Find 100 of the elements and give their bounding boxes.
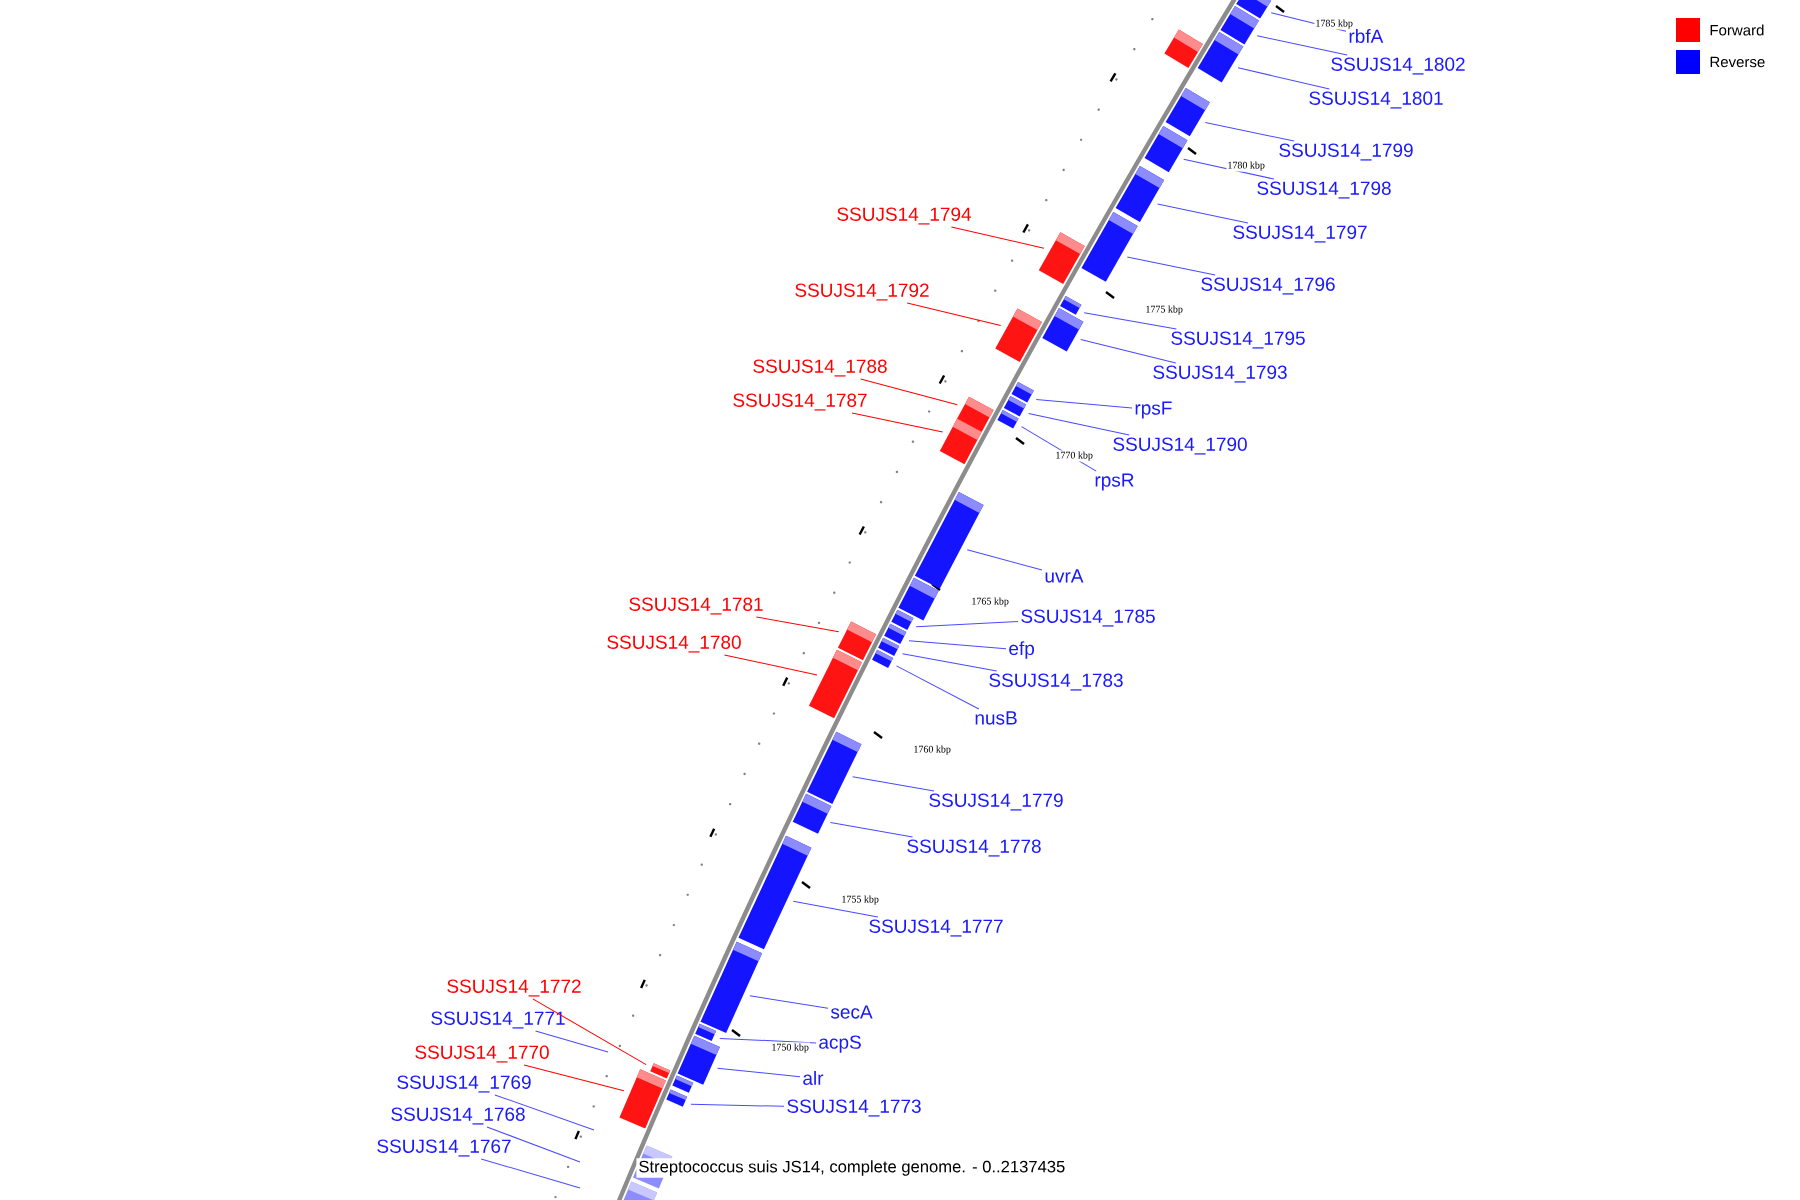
leader-line — [906, 302, 1002, 326]
leader-line — [851, 412, 944, 433]
gene-label: SSUJS14_1778 — [907, 839, 1041, 857]
gene-block — [1236, 0, 1272, 19]
gene-label: rpsF — [1135, 401, 1172, 419]
gene-block — [872, 649, 894, 668]
gene-block — [898, 577, 939, 621]
leader-line — [1083, 312, 1177, 330]
gene-label: nusB — [975, 711, 1017, 725]
leader-line — [755, 616, 840, 633]
gene-block — [1164, 29, 1203, 68]
gene-block — [1197, 32, 1244, 83]
leader-line — [1035, 398, 1133, 409]
gene-block — [878, 637, 900, 656]
leader-line — [1157, 203, 1249, 224]
gene-block — [997, 409, 1019, 429]
gene-label: SSUJS14_1790 — [1113, 437, 1247, 455]
leader-line — [950, 226, 1045, 249]
leader-line — [723, 654, 818, 676]
leader-line — [1237, 67, 1330, 90]
leader-line — [860, 378, 958, 406]
gene-label: SSUJS14_1767 — [377, 1139, 511, 1157]
gene-label: SSUJS14_1781 — [629, 597, 763, 615]
gene-block — [672, 1075, 694, 1093]
leader-line — [1126, 256, 1216, 276]
gene-label: SSUJS14_1801 — [1309, 91, 1443, 109]
gene-label: SSUJS14_1796 — [1201, 277, 1335, 295]
leader-line — [523, 1064, 625, 1092]
gene-block — [1038, 232, 1085, 285]
gene-label: SSUJS14_1798 — [1257, 181, 1391, 199]
gene-block — [808, 649, 862, 719]
leader-line — [716, 1067, 801, 1078]
gene-label: SSUJS14_1802 — [1331, 57, 1465, 75]
leader-line — [532, 998, 647, 1066]
leader-line — [690, 1103, 785, 1107]
leader-line — [480, 1158, 581, 1189]
leader-line — [1270, 12, 1347, 32]
leader-line — [535, 1030, 609, 1053]
leader-line — [966, 549, 1043, 571]
leader-line — [749, 995, 829, 1009]
gene-block — [700, 941, 763, 1034]
gene-label: acpS — [819, 1035, 861, 1053]
gene-block — [891, 609, 914, 630]
gene-block — [995, 308, 1042, 363]
leader-line — [915, 621, 1019, 628]
leader-line — [1028, 412, 1130, 436]
gene-label: SSUJS14_1793 — [1153, 365, 1287, 383]
caption: Streptococcus suis JS14, complete genome. - 0..2137435 — [636, 1158, 1068, 1178]
gene-block — [792, 793, 832, 834]
leader-line — [901, 653, 998, 672]
leader-line — [908, 640, 1007, 650]
gene-block — [618, 1181, 658, 1200]
gene-label: SSUJS14_1799 — [1279, 143, 1413, 161]
leader-line — [1256, 35, 1348, 56]
gene-block — [914, 491, 984, 589]
gene-label: SSUJS14_1777 — [869, 919, 1003, 937]
gene-block — [1115, 166, 1165, 222]
leader-line — [895, 665, 980, 710]
leader-line — [792, 900, 879, 918]
leader-line — [494, 1094, 595, 1131]
leader-line — [830, 822, 914, 838]
gene-label: efp — [1009, 641, 1035, 659]
leader-line — [1204, 121, 1295, 142]
gene-label: rbfA — [1349, 29, 1384, 43]
gene-block — [738, 835, 812, 950]
gene-block — [1144, 126, 1188, 173]
gene-block — [884, 623, 907, 644]
gene-label: SSUJS14_1771 — [431, 1011, 565, 1029]
gene-label: SSUJS14_1795 — [1171, 331, 1305, 349]
gene-block — [666, 1089, 688, 1107]
gene-label: SSUJS14_1787 — [733, 393, 867, 411]
gene-label: SSUJS14_1768 — [391, 1107, 525, 1125]
gene-label: rpsR — [1095, 473, 1134, 491]
gene-block — [695, 1023, 717, 1041]
gene-label: SSUJS14_1780 — [607, 635, 741, 653]
leader-line — [852, 776, 935, 792]
leader-line — [1183, 158, 1275, 180]
gene-label: SSUJS14_1785 — [1021, 609, 1155, 627]
gene-label: SSUJS14_1769 — [397, 1075, 531, 1093]
gene-label: SSUJS14_1794 — [837, 207, 972, 225]
gene-label: SSUJS14_1770 — [415, 1045, 549, 1063]
gene-label: SSUJS14_1783 — [989, 673, 1123, 691]
leader-line — [1080, 339, 1177, 364]
gene-label: SSUJS14_1772 — [447, 979, 581, 997]
gene-label: secA — [830, 1005, 873, 1019]
gene-label: uvrA — [1045, 569, 1084, 583]
gene-label: SSUJS14_1788 — [753, 359, 887, 377]
gene-label: alr — [803, 1071, 824, 1085]
gene-block — [939, 418, 982, 465]
gene-label: SSUJS14_1779 — [929, 793, 1063, 811]
gene-block — [1081, 212, 1138, 282]
leader-line — [1021, 426, 1097, 472]
gene-label: SSUJS14_1797 — [1233, 225, 1367, 243]
leader-line — [719, 1037, 817, 1044]
gene-label: SSUJS14_1792 — [795, 283, 929, 301]
gene-block — [619, 1069, 666, 1129]
gene-block — [807, 731, 862, 804]
gene-label: SSUJS14_1773 — [787, 1099, 921, 1117]
leader-line — [486, 1126, 581, 1163]
gene-block — [1165, 88, 1210, 137]
